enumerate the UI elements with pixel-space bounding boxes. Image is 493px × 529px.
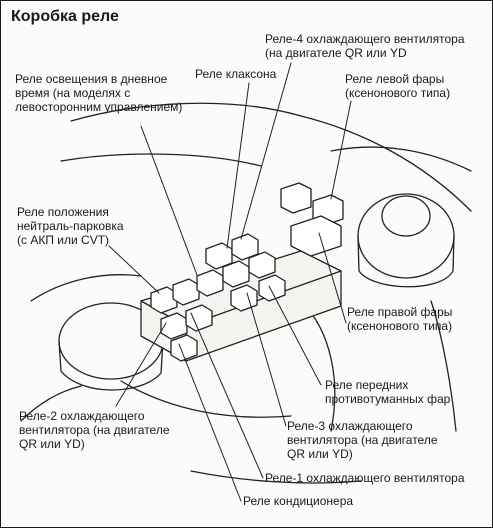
bay-outline bbox=[30, 274, 142, 302]
leader-lines bbox=[108, 62, 352, 502]
leader-fan2 bbox=[115, 322, 167, 407]
label-day-lights-relay: Реле освещения в дневное время (на модел… bbox=[15, 72, 183, 114]
label-left-headlight-relay: Реле левой фары (ксенонового типа) bbox=[345, 72, 451, 100]
diagram-title: Коробка реле bbox=[11, 8, 119, 25]
leader-fan4 bbox=[240, 62, 292, 240]
reservoir-left-body bbox=[58, 340, 164, 391]
leader-fan1 bbox=[190, 312, 264, 479]
leader-left-headlight bbox=[330, 100, 352, 200]
leader-fog bbox=[268, 285, 322, 386]
bay-outline bbox=[60, 153, 262, 167]
bay-outline bbox=[120, 380, 292, 418]
reservoir-cap bbox=[381, 195, 431, 237]
leader-right-headlight bbox=[318, 232, 347, 324]
bay-outline bbox=[20, 385, 82, 422]
label-right-headlight-relay: Реле правой фары (ксенонового типа) bbox=[347, 305, 453, 333]
label-horn-relay: Реле клаксона bbox=[195, 67, 277, 81]
relay-block bbox=[150, 182, 344, 362]
reservoir-body bbox=[357, 235, 455, 288]
label-fan2-relay: Реле-2 охлаждающего вентилятора (на двиг… bbox=[19, 409, 170, 451]
bay-outline bbox=[190, 470, 362, 484]
label-neutral-relay: Реле положения нейтраль-парковка (с АКП … bbox=[17, 205, 124, 247]
label-fan1-relay: Реле-1 охлаждающего вентилятора bbox=[265, 471, 465, 485]
bay-outline bbox=[70, 102, 472, 212]
label-fog-relay: Реле передних противотуманных фар bbox=[325, 378, 451, 406]
leader-neutral bbox=[108, 245, 160, 294]
leader-day-lights bbox=[140, 125, 198, 276]
bay-outline bbox=[300, 300, 336, 432]
bay-outline bbox=[430, 300, 457, 432]
label-fan4-relay: Реле-4 охлаждающего вентилятора (на двиг… bbox=[265, 32, 465, 60]
leader-fan3 bbox=[246, 292, 287, 427]
label-ac-relay: Реле кондиционера bbox=[243, 494, 354, 508]
label-fan3-relay: Реле-3 охлаждающего вентилятора (на двиг… bbox=[287, 419, 438, 461]
leader-ac bbox=[178, 343, 242, 502]
bay-outline bbox=[330, 146, 472, 172]
leader-horn bbox=[226, 82, 250, 249]
